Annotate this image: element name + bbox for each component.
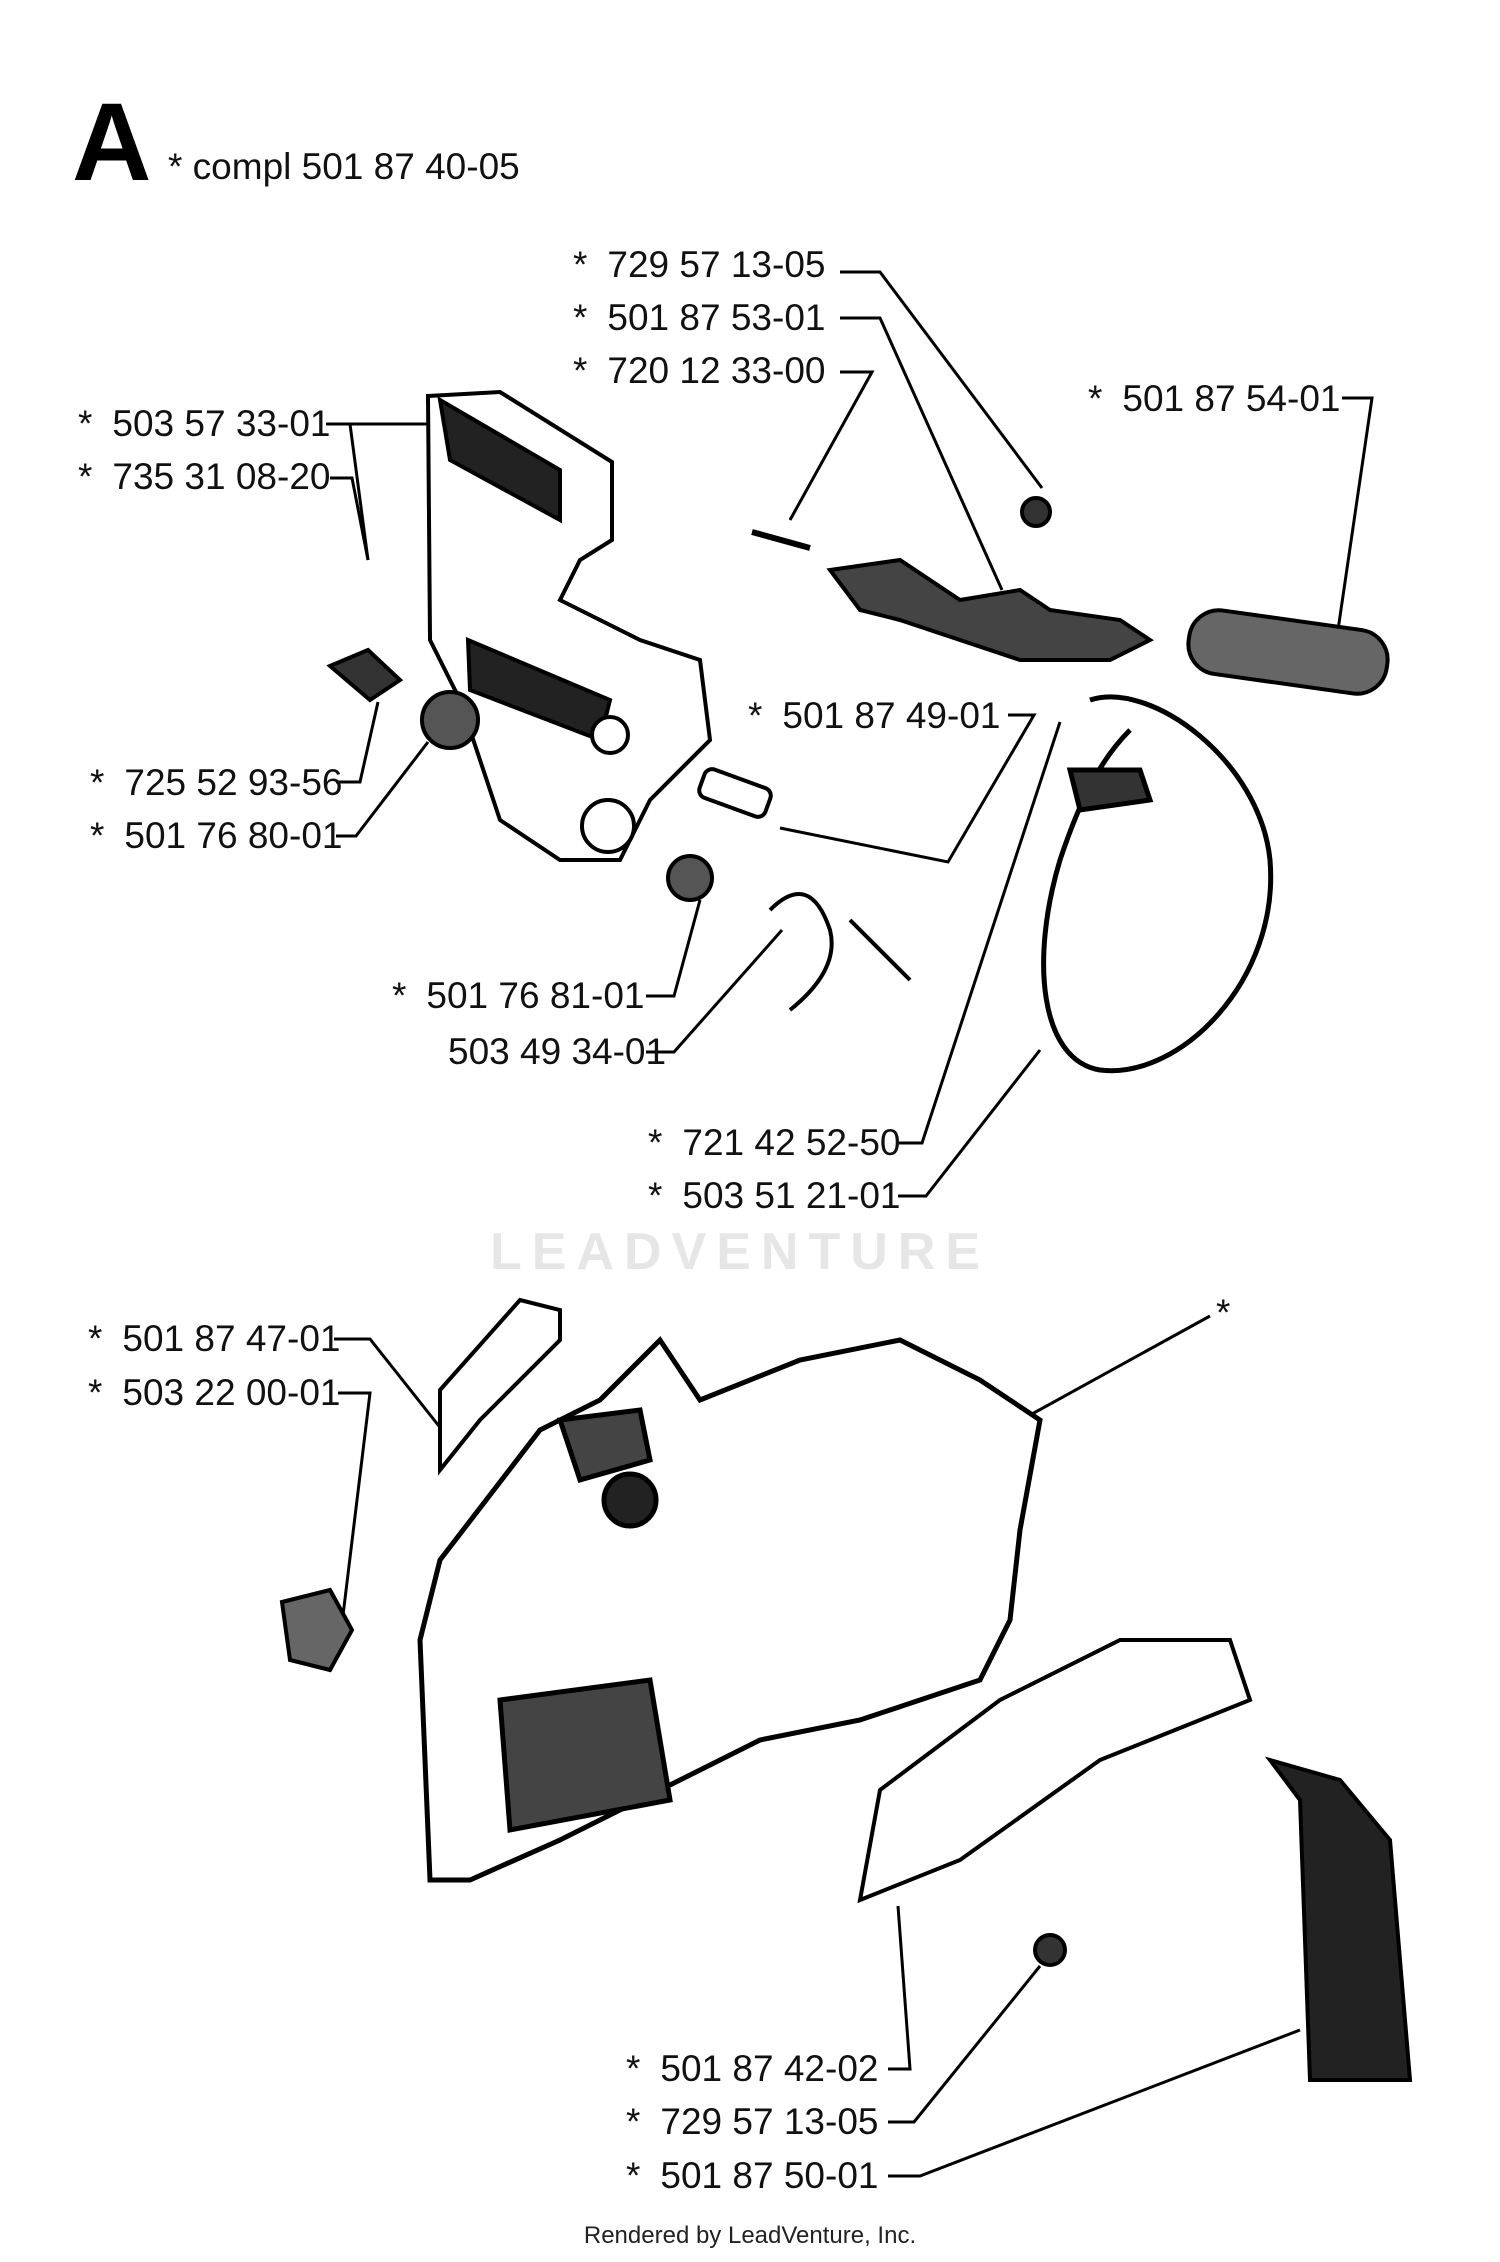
- footer-credit: Rendered by LeadVenture, Inc.: [583, 2222, 917, 2249]
- leader-line: [888, 1905, 912, 2071]
- screw-part: [326, 647, 404, 703]
- leader-line: [898, 1049, 1042, 1198]
- leader-line: [779, 713, 1037, 864]
- part-label: *501 76 80-01: [90, 815, 343, 856]
- clutch-cover-body: [417, 1336, 1043, 1883]
- leader-line: [1336, 396, 1374, 631]
- brake-band: [1041, 694, 1274, 1074]
- assembly-number: * compl 501 87 40-05: [168, 146, 520, 187]
- pin-part: [751, 529, 811, 551]
- leader-line: [788, 370, 875, 521]
- nut-part: [279, 1587, 355, 1673]
- leader-line: [1031, 1314, 1211, 1416]
- leader-line: [336, 701, 380, 784]
- brake-lever: [826, 557, 1154, 662]
- part-label: *501 87 54-01: [1088, 378, 1341, 419]
- chain-brake-handle: [425, 389, 713, 862]
- screw-part: [1020, 496, 1052, 528]
- part-label: 503 49 34-01: [448, 1031, 667, 1072]
- side-cover-panel: [1264, 1756, 1413, 2082]
- part-label: *729 57 13-05: [573, 244, 826, 285]
- part-label: *720 12 33-00: [573, 350, 826, 391]
- leader-line: [840, 316, 1004, 591]
- nut-part: [666, 854, 714, 902]
- washer-part: [420, 690, 480, 750]
- leader-line: [646, 899, 702, 998]
- part-label: *503 51 21-01: [648, 1175, 901, 1216]
- part-label: *: [1216, 1292, 1231, 1333]
- section-letter: A: [72, 81, 152, 204]
- part-label: *501 87 50-01: [626, 2155, 879, 2196]
- watermark: LEADVENTURE: [490, 1223, 991, 1281]
- part-label: *725 52 93-56: [90, 762, 343, 803]
- leader-line: [338, 1391, 372, 1641]
- part-label: *501 87 42-02: [626, 2048, 879, 2089]
- leader-line: [898, 721, 1062, 1145]
- leader-line: [646, 929, 784, 1054]
- part-label: *503 22 00-01: [88, 1372, 341, 1413]
- pin-part: [697, 767, 773, 819]
- part-label: *501 76 81-01: [392, 975, 645, 1016]
- leader-line: [888, 1965, 1042, 2124]
- leader-line: [334, 1337, 452, 1441]
- part-label: *729 57 13-05: [626, 2101, 879, 2142]
- screw-part: [1033, 1933, 1067, 1967]
- part-label: *735 31 08-20: [78, 456, 331, 497]
- bar-guide-plate: [438, 1297, 562, 1476]
- chain-guard-plate: [857, 1638, 1253, 1904]
- spring-clip: [768, 892, 912, 1012]
- part-label: *501 87 47-01: [88, 1318, 341, 1359]
- brake-spring: [1186, 608, 1390, 696]
- part-label: *721 42 52-50: [648, 1122, 901, 1163]
- part-label: *501 87 53-01: [573, 297, 826, 338]
- leader-line: [330, 476, 370, 561]
- part-label: *501 87 49-01: [748, 695, 1001, 736]
- leader-line: [336, 741, 430, 838]
- leader-line: [840, 270, 1044, 489]
- part-label: *503 57 33-01: [78, 403, 331, 444]
- leader-line: [888, 2028, 1301, 2178]
